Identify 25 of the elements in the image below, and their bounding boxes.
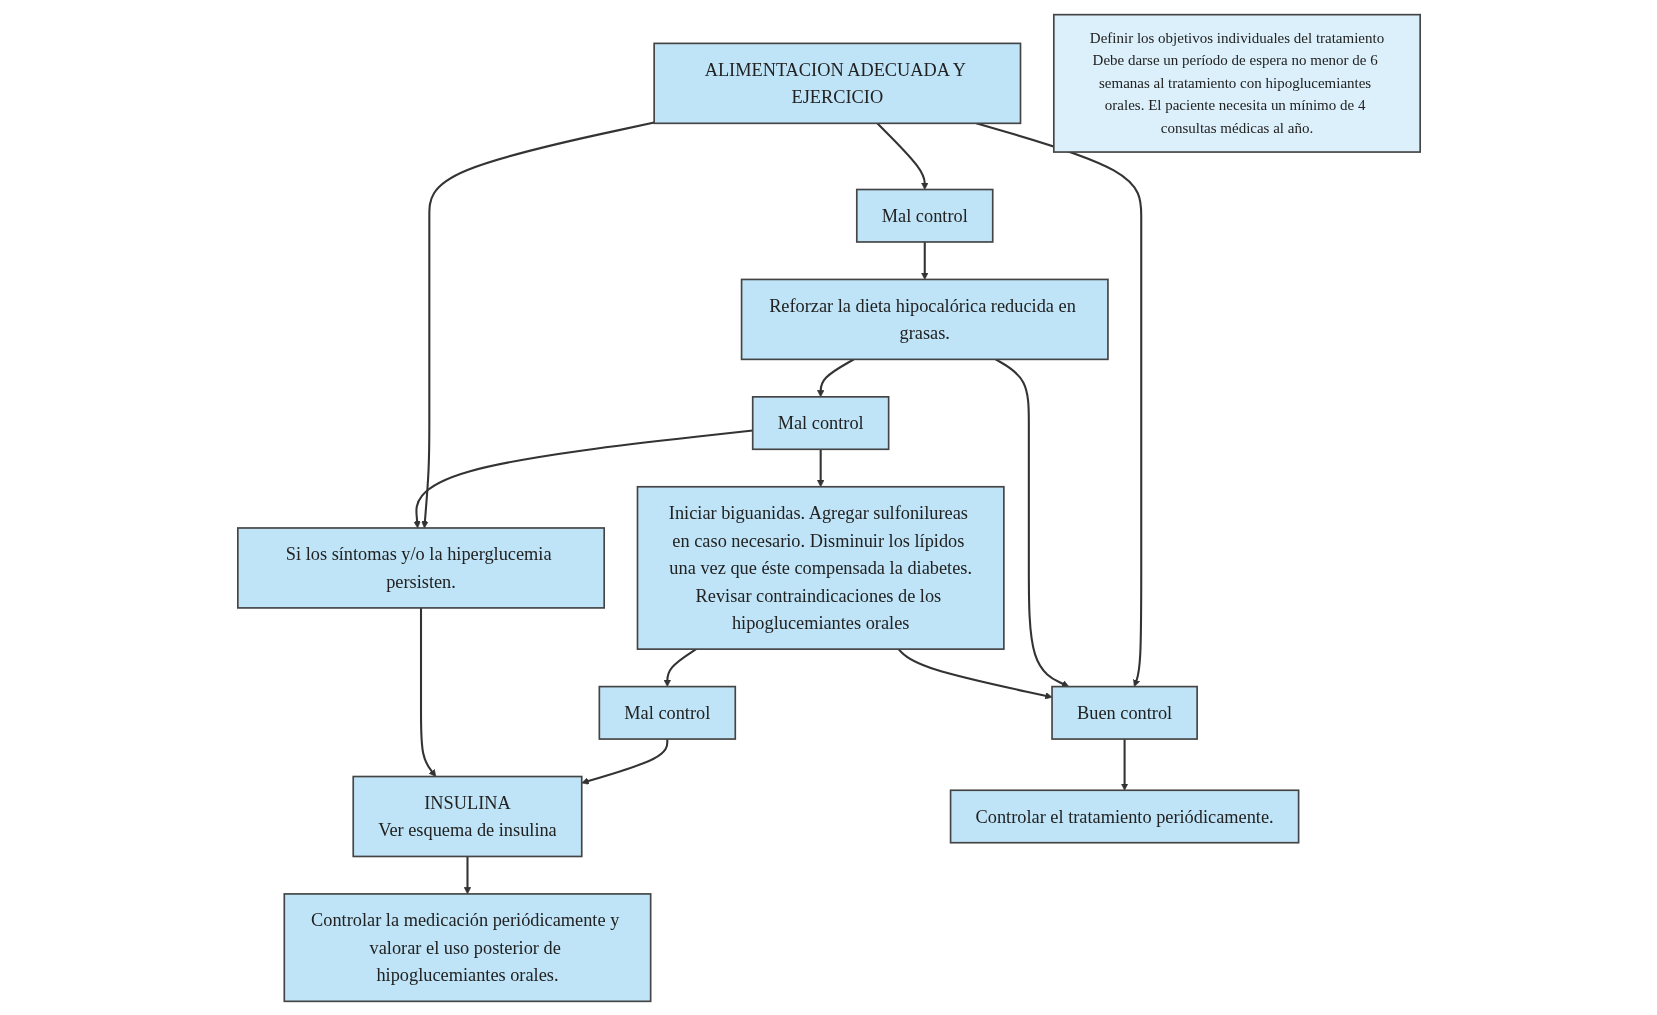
node-box: Definir los objetivos individuales del tratamiento Debe darse un período de espera no menor de 6 semanas al tratamiento con hipoglucemiantes orales. El paciente necesita un mínimo de 4 consultas médicas al año. (1052, 13, 1421, 153)
arrow (816, 448, 824, 487)
arrow (420, 121, 654, 528)
arrow (1120, 738, 1128, 791)
node-box: ALIMENTACION ADECUADA Y EJERCICIO (652, 42, 1021, 124)
node-box: INSULINA Ver esquema de insulina (351, 775, 583, 857)
arrow (816, 357, 854, 397)
node-box: Controlar el tratamiento periódicamente. (949, 788, 1299, 844)
arrow (412, 429, 753, 528)
node-box: Si los síntomas y/o la hiperglucemia persisten. (236, 526, 605, 609)
arrow (994, 357, 1069, 687)
node-box: Reforzar la dieta hipocalórica reducida en grasas. (740, 278, 1109, 360)
arrow (975, 121, 1142, 687)
node-box: Buen control (1050, 685, 1198, 740)
arrow (920, 241, 928, 280)
node-box: Iniciar biguanidas. Agregar sulfonilureas en caso necesario. Disminuir los lípidos una vez que éste compensada la diabetes. Revisar contraindicaciones de los hipoglucemiantes orales (636, 485, 1005, 650)
node-box: Mal control (751, 395, 889, 450)
arrow (463, 855, 471, 894)
node-box: Mal control (598, 685, 736, 740)
arrow (419, 607, 436, 777)
arrow (663, 647, 697, 687)
arrow (876, 122, 928, 190)
node-box: Controlar la medicación periódicamente y valorar el uso posterior de hipoglucemiantes orales. (282, 892, 651, 1002)
node-box: Mal control (855, 188, 994, 243)
arrow (897, 647, 1052, 699)
